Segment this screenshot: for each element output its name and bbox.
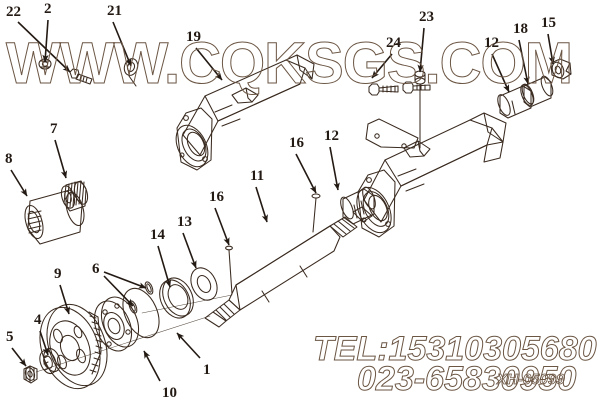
leader-18 <box>518 39 530 85</box>
callout-6: 6 <box>92 261 100 277</box>
callout-21: 21 <box>107 3 122 19</box>
callout-12b: 12 <box>324 128 339 144</box>
housing-left-part <box>123 54 315 171</box>
leader-23 <box>417 27 425 73</box>
callout-12: 12 <box>484 35 499 51</box>
callout-1: 1 <box>203 362 211 378</box>
housing-right-part <box>356 70 507 238</box>
watermark-telephone-secondary: 023-65830950 <box>356 360 577 399</box>
callout-19: 19 <box>186 29 201 45</box>
callout-23: 23 <box>419 9 434 25</box>
leader-24 <box>371 53 393 79</box>
drive-shaft-part <box>204 193 373 328</box>
leader-2 <box>42 19 49 63</box>
leader-12t <box>491 53 510 93</box>
watermark-telephone: TEL:15310305680 <box>313 330 598 369</box>
leader-16a <box>295 153 317 194</box>
washer-stack <box>122 267 218 339</box>
leader-11 <box>255 186 268 223</box>
callout-7: 7 <box>50 121 58 137</box>
callout-15: 15 <box>541 15 556 31</box>
bolt-hardware <box>368 81 431 96</box>
callout-22: 22 <box>6 4 21 20</box>
leader-10 <box>143 350 161 382</box>
spacer-collar-part <box>340 186 376 225</box>
bearing-flange-hub-part <box>93 296 140 352</box>
leader-4 <box>39 330 49 356</box>
leader-5 <box>11 347 27 367</box>
callout-16a: 16 <box>289 135 304 151</box>
callout-13: 13 <box>177 214 192 230</box>
leader-12b <box>329 146 340 191</box>
callout-16b: 16 <box>209 189 224 205</box>
watermark-part-code: XH-05099 <box>497 371 565 389</box>
bearing-assembly <box>24 180 89 245</box>
leader-1 <box>176 332 201 359</box>
callout-14: 14 <box>150 227 165 243</box>
leader-6b <box>103 275 134 307</box>
watermark-url: WWW.CQKSGS.COM <box>6 31 574 97</box>
top-hardware <box>38 58 93 85</box>
callout-10: 10 <box>162 385 177 401</box>
leader-21 <box>112 21 132 67</box>
callout-5: 5 <box>6 329 14 345</box>
leader-16b <box>214 207 230 246</box>
leader-19 <box>195 47 223 81</box>
callout-9: 9 <box>54 266 62 282</box>
leader-14 <box>157 245 172 288</box>
leader-9 <box>59 284 70 315</box>
leader-22 <box>17 21 71 73</box>
right-stack-parts <box>497 58 572 119</box>
callout-4: 4 <box>34 312 42 328</box>
callout-18: 18 <box>513 21 528 37</box>
callout-8: 8 <box>5 151 13 167</box>
callout-2: 2 <box>44 1 52 17</box>
leader-6a <box>103 271 147 289</box>
callout-24: 24 <box>386 35 401 51</box>
leader-7 <box>54 139 68 179</box>
callout-11: 11 <box>250 168 265 184</box>
leader-15 <box>547 33 555 65</box>
leader-8 <box>10 169 28 197</box>
leader-13 <box>182 232 197 269</box>
